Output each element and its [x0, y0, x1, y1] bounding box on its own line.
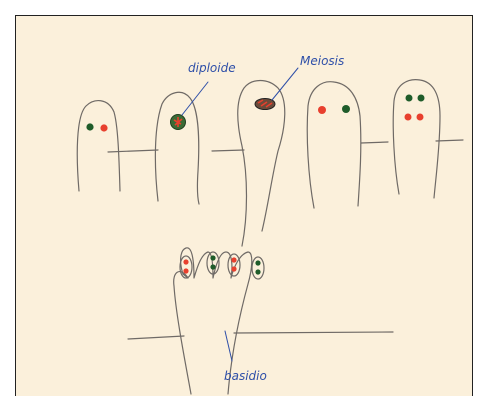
spore-nucleus-green — [210, 264, 215, 269]
spore-nucleus-red — [183, 259, 188, 264]
nucleus-red — [417, 114, 424, 121]
spore-nucleus-green — [210, 255, 215, 260]
hypha-stage-4 — [307, 82, 361, 208]
nucleus-red — [318, 106, 326, 114]
nucleus-red — [100, 124, 107, 131]
meiosis-leader-line — [272, 68, 298, 100]
hyphal-ground-line — [108, 140, 463, 152]
nucleus-red — [405, 114, 412, 121]
spore-nucleus-green — [255, 269, 260, 274]
spore-nucleus-red — [231, 257, 236, 262]
nucleus-green — [86, 123, 93, 130]
spore-nucleus-green — [255, 260, 260, 265]
spore-nucleus-red — [183, 268, 188, 273]
spore-3 — [228, 254, 240, 276]
label-diploide: diploide — [188, 61, 236, 75]
nucleus-green — [418, 95, 425, 102]
hypha-stage-5 — [393, 80, 440, 198]
spore-4 — [252, 257, 264, 279]
hypha-stage-1 — [77, 101, 120, 191]
spore-nucleus-red — [231, 266, 236, 271]
label-basidio: basidio — [224, 369, 267, 383]
basidium-development-drawing: diploide Meiosis basidio — [16, 16, 473, 396]
label-meiosis: Meiosis — [300, 54, 344, 68]
nucleus-green — [406, 95, 413, 102]
nucleus-green — [342, 105, 350, 113]
basidium-ground-line — [128, 332, 393, 339]
basidio-leader-line — [225, 331, 232, 361]
hypha-stage-2 — [155, 92, 199, 204]
illustration-frame: diploide Meiosis basidio — [15, 15, 473, 396]
